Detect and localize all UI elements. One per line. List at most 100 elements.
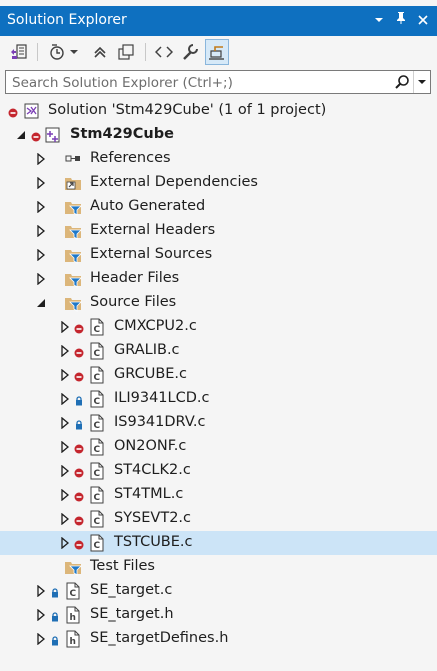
collapsed-chevron-icon[interactable] — [60, 488, 70, 502]
collapsed-chevron-icon[interactable] — [60, 512, 70, 526]
expanded-chevron-icon[interactable] — [16, 129, 26, 141]
collapsed-chevron-icon[interactable] — [36, 200, 46, 214]
excluded-status-icon — [31, 130, 41, 142]
svg-text:C: C — [94, 373, 101, 383]
excluded-status-icon — [74, 514, 84, 526]
svg-text:C: C — [94, 469, 101, 479]
search-box — [5, 70, 431, 94]
tree-item[interactable]: External Dependencies — [0, 171, 437, 195]
collapsed-chevron-icon[interactable] — [60, 440, 70, 454]
tree-item[interactable]: Header Files — [0, 267, 437, 291]
collapsed-chevron-icon[interactable] — [36, 248, 46, 262]
properties-wrench-icon[interactable] — [178, 40, 202, 64]
tree-item-label: Stm429Cube — [70, 126, 174, 142]
collapsed-chevron-icon[interactable] — [60, 368, 70, 382]
collapsed-chevron-icon[interactable] — [60, 320, 70, 334]
header-file-icon: h — [64, 606, 82, 624]
tree-item[interactable]: References — [0, 147, 437, 171]
header-file-icon: h — [64, 630, 82, 648]
collapsed-chevron-icon[interactable] — [36, 152, 46, 166]
tree-item-label: SE_targetDefines.h — [90, 630, 229, 646]
tree-item-label: GRALIB.c — [114, 342, 180, 358]
svg-text:C: C — [70, 589, 77, 599]
checked-in-lock-icon — [74, 418, 84, 430]
collapsed-chevron-icon[interactable] — [60, 344, 70, 358]
collapsed-chevron-icon[interactable] — [60, 536, 70, 550]
pin-icon[interactable] — [391, 10, 411, 32]
tree-item[interactable]: C SE_target.c — [0, 579, 437, 603]
collapsed-chevron-icon[interactable] — [36, 584, 46, 598]
excluded-status-icon — [74, 538, 84, 550]
checked-in-lock-icon — [50, 610, 60, 622]
project-icon — [44, 126, 62, 144]
solution-icon — [22, 102, 40, 120]
excluded-status-icon — [74, 346, 84, 358]
c-file-icon: C — [64, 582, 82, 600]
tree-item[interactable]: Source Files — [0, 291, 437, 315]
expanded-chevron-icon[interactable] — [36, 297, 46, 309]
filter-folder-icon — [64, 246, 82, 264]
switch-views-icon[interactable] — [7, 40, 31, 64]
collapsed-chevron-icon[interactable] — [36, 608, 46, 622]
tree-item-label: Solution 'Stm429Cube' (1 of 1 project) — [48, 102, 327, 118]
search-icon[interactable] — [394, 74, 410, 90]
window-position-dropdown-icon[interactable] — [369, 10, 389, 32]
filter-folder-icon — [64, 558, 82, 576]
tree-item[interactable]: Auto Generated — [0, 195, 437, 219]
collapsed-chevron-icon[interactable] — [36, 272, 46, 286]
external-dependencies-icon — [64, 174, 82, 192]
show-all-files-icon[interactable] — [114, 40, 138, 64]
tree-item-label: TSTCUBE.c — [114, 534, 193, 550]
code-view-icon[interactable] — [152, 40, 176, 64]
collapse-all-icon[interactable] — [88, 40, 112, 64]
tree-item[interactable]: Test Files — [0, 555, 437, 579]
references-icon — [64, 150, 82, 168]
svg-text:C: C — [94, 421, 101, 431]
search-input[interactable] — [10, 73, 394, 93]
excluded-status-icon — [8, 106, 18, 118]
search-options-dropdown-icon[interactable] — [413, 71, 430, 93]
collapsed-chevron-icon[interactable] — [36, 224, 46, 238]
c-file-icon: C — [88, 414, 106, 432]
collapsed-chevron-icon[interactable] — [60, 464, 70, 478]
tree-item-label: ST4TML.c — [114, 486, 184, 502]
filter-folder-icon — [64, 294, 82, 312]
tree-item[interactable]: External Headers — [0, 219, 437, 243]
tree-item-label: ST4CLK2.c — [114, 462, 191, 478]
svg-text:C: C — [94, 397, 101, 407]
tree-item[interactable]: h SE_targetDefines.h — [0, 627, 437, 651]
collapsed-chevron-icon[interactable] — [36, 176, 46, 190]
close-icon[interactable] — [413, 10, 433, 32]
svg-text:C: C — [94, 349, 101, 359]
tree-item[interactable]: Stm429Cube — [0, 123, 437, 147]
filter-folder-icon — [64, 270, 82, 288]
svg-text:C: C — [94, 517, 101, 527]
collapsed-chevron-icon[interactable] — [36, 632, 46, 646]
tree-item-label: References — [90, 150, 171, 166]
tree-item[interactable]: External Sources — [0, 243, 437, 267]
tree-item[interactable]: C GRALIB.c — [0, 339, 437, 363]
panel-title: Solution Explorer — [7, 12, 127, 28]
preview-selected-items-icon[interactable] — [205, 39, 229, 65]
history-icon[interactable] — [45, 40, 69, 64]
collapsed-chevron-icon[interactable] — [60, 416, 70, 430]
tree-item-label: External Dependencies — [90, 174, 258, 190]
c-file-icon: C — [88, 462, 106, 480]
collapsed-chevron-icon[interactable] — [60, 392, 70, 406]
tree-item[interactable]: Solution 'Stm429Cube' (1 of 1 project) — [0, 99, 437, 123]
excluded-status-icon — [74, 466, 84, 478]
excluded-status-icon — [74, 490, 84, 502]
svg-text:C: C — [94, 325, 101, 335]
tree-item[interactable]: C ST4CLK2.c — [0, 459, 437, 483]
history-dropdown-icon[interactable] — [67, 40, 81, 64]
tree-item-label: SE_target.c — [90, 582, 173, 598]
